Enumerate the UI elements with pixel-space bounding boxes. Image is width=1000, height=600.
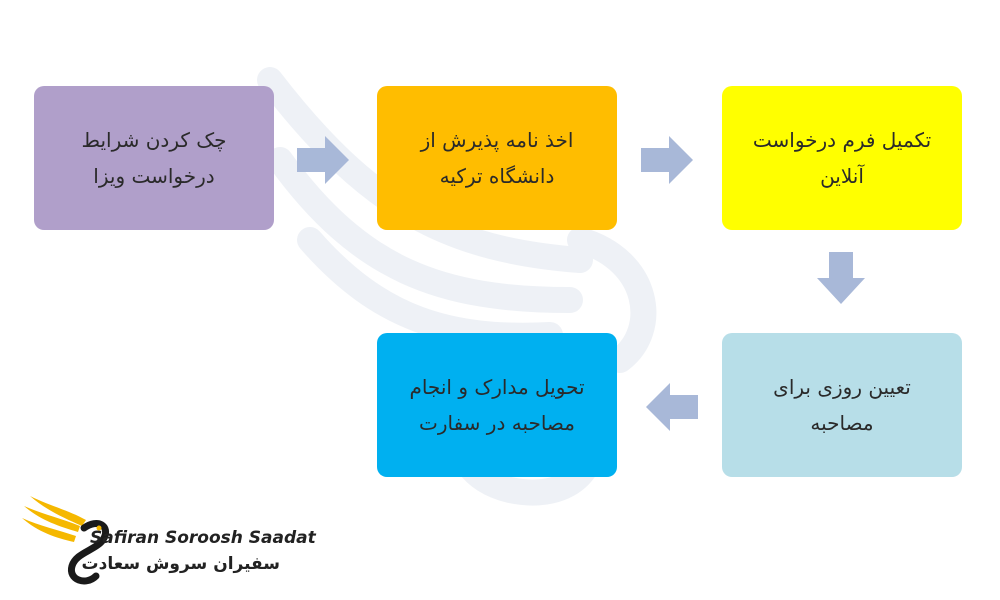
arrow-left-icon [646, 383, 698, 431]
logo-text-latin: Safiran Soroosh Saadat [90, 528, 316, 548]
step-schedule-interview: تعیین روزی برای مصاحبه [722, 333, 962, 477]
step-complete-online-form: تکمیل فرم درخواست آنلاین [722, 86, 962, 230]
step-submit-documents-interview: تحویل مدارک و انجام مصاحبه در سفارت [377, 333, 617, 477]
arrow-right-icon [297, 136, 349, 184]
step-check-visa-requirements: چک کردن شرایط درخواست ویزا [34, 86, 274, 230]
phoenix-bird-logo-icon [22, 496, 109, 585]
arrow-right-icon [641, 136, 693, 184]
arrow-down-icon [817, 252, 865, 304]
logo-text-persian: سفیران سروش سعادت [81, 554, 280, 574]
step-get-university-admission: اخذ نامه پذیرش از دانشگاه ترکیه [377, 86, 617, 230]
